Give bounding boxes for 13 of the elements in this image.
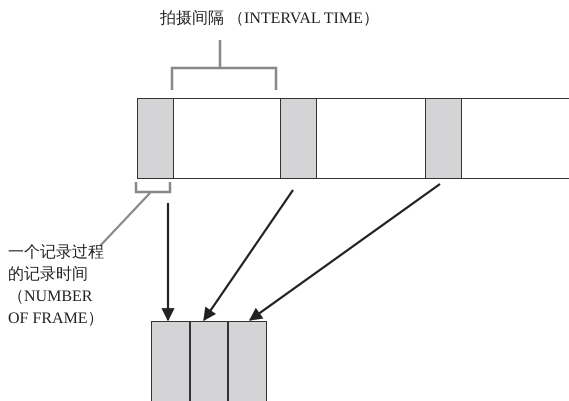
arrow — [248, 183, 441, 321]
frame-block — [424, 98, 462, 178]
frame-block — [190, 321, 228, 401]
frame-block — [136, 98, 174, 178]
frame-block — [228, 321, 267, 401]
callout-text: 一个记录过程的记录时间（NUMBER OF FRAME） — [8, 242, 114, 330]
interval-label: 拍摄间隔 （INTERVAL TIME） — [160, 9, 379, 29]
timeline-strip — [137, 98, 569, 179]
arrow — [203, 189, 294, 322]
leader-line — [99, 192, 151, 247]
frame-block — [280, 98, 316, 178]
arrow — [161, 203, 175, 322]
frame-block — [151, 321, 190, 401]
